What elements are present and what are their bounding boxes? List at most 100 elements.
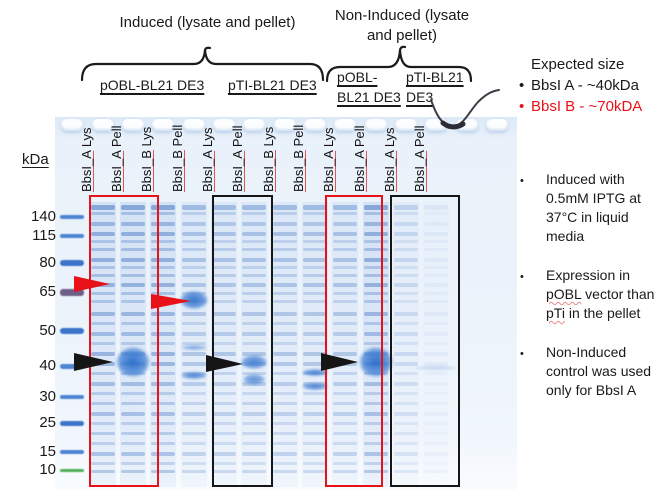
gel-lane	[90, 202, 116, 487]
protein-band	[151, 240, 175, 243]
protein-band	[364, 322, 388, 325]
protein-band	[91, 232, 115, 236]
protein-band	[121, 432, 145, 435]
protein-band	[394, 382, 418, 386]
protein-band	[394, 283, 418, 287]
gel-lane	[302, 202, 328, 487]
protein-band	[333, 442, 357, 445]
protein-band	[303, 205, 327, 210]
protein-band	[242, 222, 266, 226]
protein-band	[151, 412, 175, 416]
ladder-band-15kda	[60, 450, 84, 454]
protein-band	[182, 402, 206, 405]
group-label-line: pOBL-	[337, 69, 378, 85]
protein-band	[364, 442, 388, 445]
protein-band	[91, 258, 115, 262]
notes-list: • Induced with 0.5mM IPTG at 37°C in liq…	[520, 170, 662, 420]
protein-band	[394, 274, 418, 277]
protein-band	[424, 283, 448, 287]
overexpressed-band-38kda	[181, 371, 207, 379]
protein-band	[212, 212, 236, 215]
protein-band	[364, 422, 388, 425]
protein-band	[151, 462, 175, 465]
protein-band	[91, 205, 115, 210]
protein-band	[303, 402, 327, 405]
ladder-band-50kda	[60, 328, 84, 334]
protein-band	[303, 452, 327, 456]
protein-band	[394, 240, 418, 243]
gel-well	[61, 119, 83, 131]
protein-band	[182, 392, 206, 395]
protein-band	[242, 240, 266, 243]
gel-lane	[359, 202, 393, 487]
group-label-noninduced-pobl: pOBL- BL21 DE3	[337, 67, 401, 107]
protein-band	[151, 362, 175, 366]
protein-band	[91, 266, 115, 269]
protein-band	[424, 312, 448, 316]
protein-band	[273, 442, 297, 445]
protein-band	[121, 322, 145, 325]
protein-band	[424, 240, 448, 243]
protein-band	[121, 312, 145, 316]
gel-well	[304, 119, 326, 131]
protein-band	[333, 292, 357, 295]
note-item-control: • Non-Induced control was used only for …	[520, 343, 662, 400]
protein-band	[333, 432, 357, 435]
protein-band	[424, 205, 448, 210]
protein-band	[394, 412, 418, 416]
ladder-mark-label: 40	[39, 357, 56, 374]
protein-band	[333, 332, 357, 336]
protein-band	[394, 232, 418, 236]
gel-lane	[272, 202, 298, 487]
expected-size-item-a-text: BbsI A - ~40kDa	[531, 77, 639, 94]
protein-band	[364, 258, 388, 262]
protein-band	[303, 332, 327, 336]
protein-band	[242, 412, 266, 416]
protein-band	[91, 462, 115, 465]
protein-band	[212, 452, 236, 456]
lane-label-prefix: BbsI_A	[79, 150, 94, 192]
protein-band	[303, 248, 327, 251]
protein-band	[333, 402, 357, 405]
gel-well	[243, 119, 265, 131]
protein-band	[91, 274, 115, 277]
protein-band	[91, 412, 115, 416]
lane-label: BbsI_B Lys	[261, 126, 276, 192]
protein-band	[212, 392, 236, 395]
protein-band	[242, 342, 266, 345]
protein-band	[303, 274, 327, 277]
protein-band	[242, 462, 266, 465]
ladder-band-10kda	[60, 468, 84, 472]
expected-size-item-a: • BbsI A - ~40kDa	[519, 75, 642, 96]
protein-band	[242, 232, 266, 236]
expected-size-block: Expected size • BbsI A - ~40kDa • BbsI B…	[519, 54, 642, 117]
protein-band	[212, 312, 236, 316]
protein-band	[121, 222, 145, 226]
protein-band	[212, 283, 236, 287]
protein-band	[333, 240, 357, 243]
protein-band	[242, 266, 266, 269]
lane-label-prefix: BbsI_A	[200, 150, 215, 192]
ladder-band-40kda	[60, 363, 84, 369]
protein-band	[424, 402, 448, 405]
protein-band	[242, 352, 266, 356]
expected-size-title: Expected size	[531, 56, 625, 73]
gel-lane	[241, 202, 267, 487]
protein-band	[212, 332, 236, 336]
bullet-icon: •	[520, 271, 524, 283]
ladder-mark-label: 50	[39, 322, 56, 339]
protein-band	[182, 283, 206, 287]
protein-band	[91, 392, 115, 395]
protein-band	[121, 452, 145, 456]
protein-band	[182, 212, 206, 215]
protein-band	[91, 342, 115, 345]
protein-band	[424, 292, 448, 295]
note-item-expression: • Expression in pOBL vector than pTi in …	[520, 266, 662, 323]
induced-brace	[80, 46, 325, 82]
protein-band	[121, 412, 145, 416]
lane-label: BbsI_A Lys	[79, 127, 94, 192]
protein-band	[394, 332, 418, 336]
protein-band	[394, 432, 418, 435]
ladder-mark-label: 80	[39, 254, 56, 271]
